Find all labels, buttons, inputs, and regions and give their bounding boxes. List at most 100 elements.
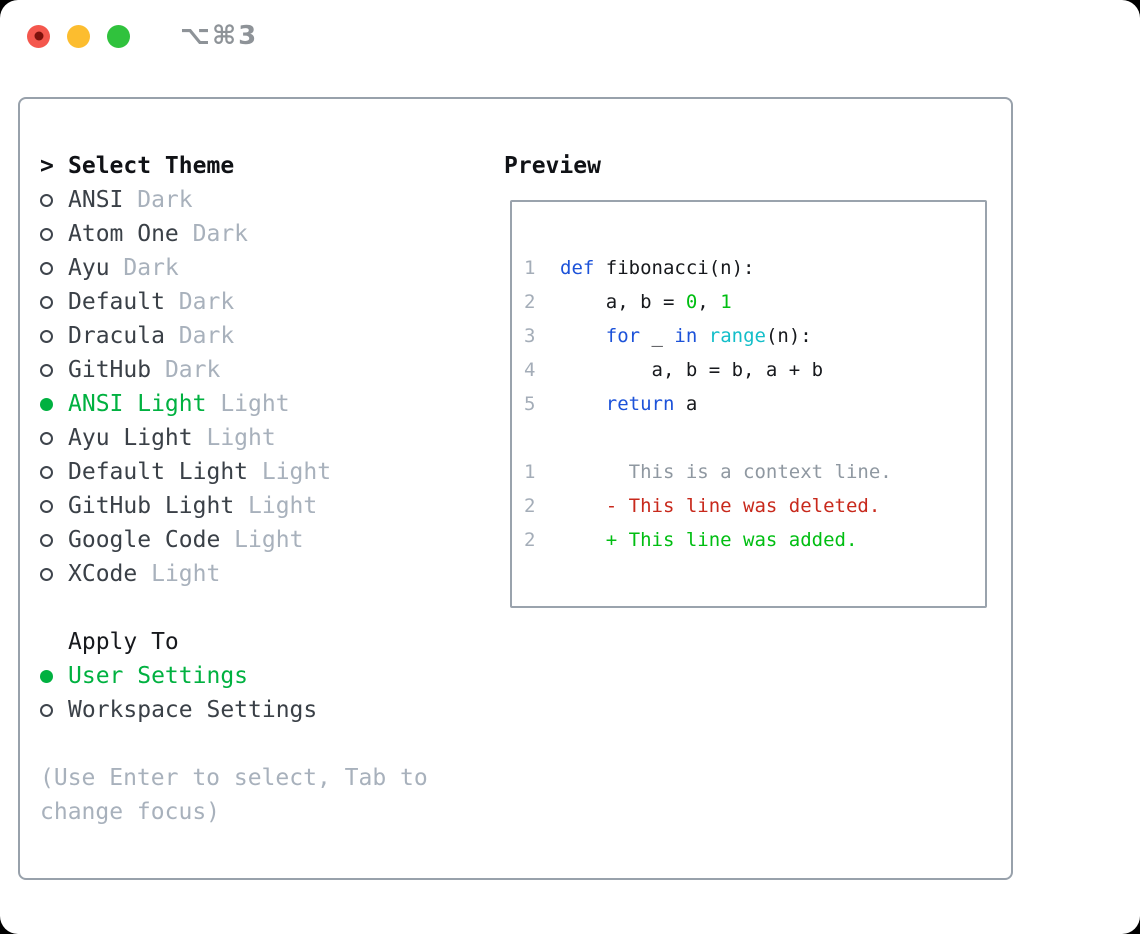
code-line: 3 for _ in range(n):	[524, 319, 985, 353]
close-button[interactable]	[27, 24, 50, 48]
minimize-button[interactable]	[67, 24, 90, 48]
theme-option-github-light[interactable]: GitHub Light Light	[40, 489, 502, 523]
theme-variant-tag: Light	[192, 425, 276, 451]
theme-list-header-row: > Select Theme	[40, 149, 502, 183]
code-text: a, b = 0, 1	[560, 291, 732, 313]
theme-list-title: Select Theme	[68, 153, 235, 179]
radio-icon	[40, 499, 53, 513]
theme-name: GitHub	[68, 357, 152, 383]
theme-name: Ayu	[68, 255, 110, 281]
code-line: 2 a, b = 0, 1	[524, 285, 985, 319]
line-number: 5	[524, 393, 536, 415]
radio-icon	[40, 261, 53, 275]
radio-icon	[40, 363, 53, 377]
theme-variant-tag: Dark	[123, 187, 193, 213]
radio-icon	[40, 533, 53, 547]
theme-variant-tag: Light	[206, 391, 290, 417]
apply-to-header-row: Apply To	[40, 625, 502, 659]
code-line: 4 a, b = b, a + b	[524, 353, 985, 387]
radio-icon	[40, 567, 53, 581]
code-line: 5 return a	[524, 387, 985, 421]
theme-option-ansi-light[interactable]: ANSI Light Light	[40, 387, 502, 421]
theme-variant-tag: Dark	[164, 323, 235, 349]
apply-option-user-settings[interactable]: User Settings	[40, 659, 502, 693]
line-number: 1	[524, 257, 536, 279]
theme-variant-tag: Dark	[109, 255, 179, 281]
radio-selected-icon	[40, 669, 53, 683]
theme-name: ANSI	[68, 187, 124, 213]
theme-option-dracula[interactable]: Dracula Dark	[40, 319, 502, 353]
theme-name: Atom One	[68, 221, 179, 247]
theme-option-xcode[interactable]: XCode Light	[40, 557, 502, 591]
radio-icon	[40, 703, 53, 717]
radio-icon	[40, 431, 53, 445]
theme-variant-tag: Dark	[178, 221, 249, 247]
code-line: 1 def fibonacci(n):	[524, 251, 985, 285]
spacer	[40, 727, 502, 761]
apply-option-label: User Settings	[68, 663, 249, 689]
line-number: 3	[524, 325, 536, 347]
radio-icon	[40, 227, 53, 241]
window-shortcut-title: ⌥⌘3	[180, 21, 259, 51]
radio-icon	[40, 329, 53, 343]
zoom-button[interactable]	[107, 24, 130, 48]
theme-variant-tag: Light	[137, 561, 221, 587]
theme-option-github[interactable]: GitHub Dark	[40, 353, 502, 387]
apply-to-title: Apply To	[68, 629, 179, 655]
theme-name: XCode	[68, 561, 138, 587]
apply-option-workspace-settings[interactable]: Workspace Settings	[40, 693, 502, 727]
theme-option-atom-one[interactable]: Atom One Dark	[40, 217, 502, 251]
theme-name: Google Code	[68, 527, 221, 553]
theme-option-ayu-light[interactable]: Ayu Light Light	[40, 421, 502, 455]
code-text: This is a context line.	[560, 461, 892, 483]
code-text: for _ in range(n):	[605, 325, 812, 347]
theme-variant-tag: Light	[220, 527, 304, 553]
theme-name: Ayu Light	[68, 425, 193, 451]
radio-icon	[40, 193, 53, 207]
radio-icon	[40, 465, 53, 479]
close-dot-icon	[34, 31, 43, 41]
line-number: 4	[524, 359, 536, 381]
titlebar: ⌥⌘3	[0, 0, 1140, 72]
code-text: return a	[605, 393, 698, 415]
theme-name: Default Light	[68, 459, 249, 485]
code-line: 1 This is a context line.	[524, 455, 985, 489]
radio-selected-icon	[40, 397, 53, 411]
theme-option-default[interactable]: Default Dark	[40, 285, 502, 319]
focus-caret: >	[40, 153, 54, 179]
preview-title: Preview	[504, 153, 601, 179]
theme-variant-tag: Dark	[151, 357, 221, 383]
line-number: 2	[524, 495, 536, 517]
theme-option-ayu[interactable]: Ayu Dark	[40, 251, 502, 285]
theme-option-default-light[interactable]: Default Light Light	[40, 455, 502, 489]
line-number: 2	[524, 291, 536, 313]
code-text: a, b = b, a + b	[560, 359, 824, 381]
hint-text: (Use Enter to select, Tab to change focu…	[40, 765, 428, 825]
theme-name: Dracula	[68, 323, 165, 349]
code-text: + This line was added.	[560, 529, 858, 551]
apply-option-label: Workspace Settings	[68, 697, 318, 723]
code-line: 2 - This line was deleted.	[524, 489, 985, 523]
line-number: 1	[524, 461, 536, 483]
code-text: - This line was deleted.	[560, 495, 881, 517]
theme-name: ANSI Light	[68, 391, 207, 417]
theme-name: Default	[68, 289, 165, 315]
theme-variant-tag: Light	[234, 493, 318, 519]
radio-icon	[40, 295, 53, 309]
code-line: 2 + This line was added.	[524, 523, 985, 557]
theme-option-google-code[interactable]: Google Code Light	[40, 523, 502, 557]
spacer	[40, 591, 502, 625]
code-text: def fibonacci(n):	[560, 257, 755, 279]
theme-option-ansi[interactable]: ANSI Dark	[40, 183, 502, 217]
theme-name: GitHub Light	[68, 493, 235, 519]
line-number: 2	[524, 529, 536, 551]
theme-variant-tag: Light	[248, 459, 332, 485]
code-line	[524, 421, 985, 455]
